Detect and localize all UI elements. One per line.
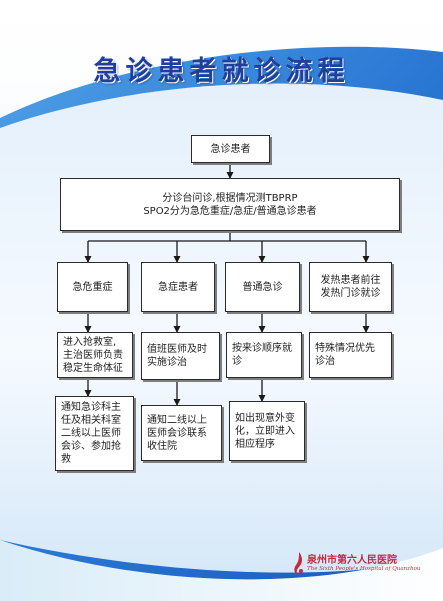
hospital-name-cn: 泉州市第六人民医院 (307, 555, 397, 566)
normal-step1-box: 按来诊顺序就 诊 (226, 332, 302, 378)
category-fever-box: 发热患者前往 发热门诊就诊 (309, 262, 392, 312)
critical-step2-box: 通知急诊科主 任及相关科室 二线以上医师 会诊、参加抢 救 (55, 396, 134, 471)
urgent-step2-box: 通知二线以上 医师会诊联系 收住院 (141, 405, 222, 461)
hospital-logo-icon (294, 552, 303, 576)
category-normal-box: 普通急诊 (225, 262, 300, 312)
hospital-name-en: The Sixth People's Hospital of Quanzhou (307, 566, 421, 572)
normal-step2-box: 如出现意外变 化，立即进入 相应程序 (229, 401, 305, 461)
critical-step1-box: 进入抢救室, 主治医师负责 稳定生命体征 (57, 332, 133, 378)
triage-box: 分诊台问诊,根据情况测TBPRP SPO2分为急危重症/急症/普通急诊患者 (60, 178, 400, 231)
urgent-step1-box: 值班医师及时 实施诊治 (141, 332, 220, 380)
hospital-logo: 泉州市第六人民医院 The Sixth People's Hospital of… (293, 549, 423, 579)
start-box: 急诊患者 (191, 135, 270, 163)
category-critical-box: 急危重症 (57, 262, 128, 312)
category-urgent-box: 急症患者 (141, 262, 215, 312)
page-title: 急诊患者就诊流程 (93, 56, 350, 87)
fever-step1-box: 特殊情况优先 诊治 (309, 332, 392, 378)
